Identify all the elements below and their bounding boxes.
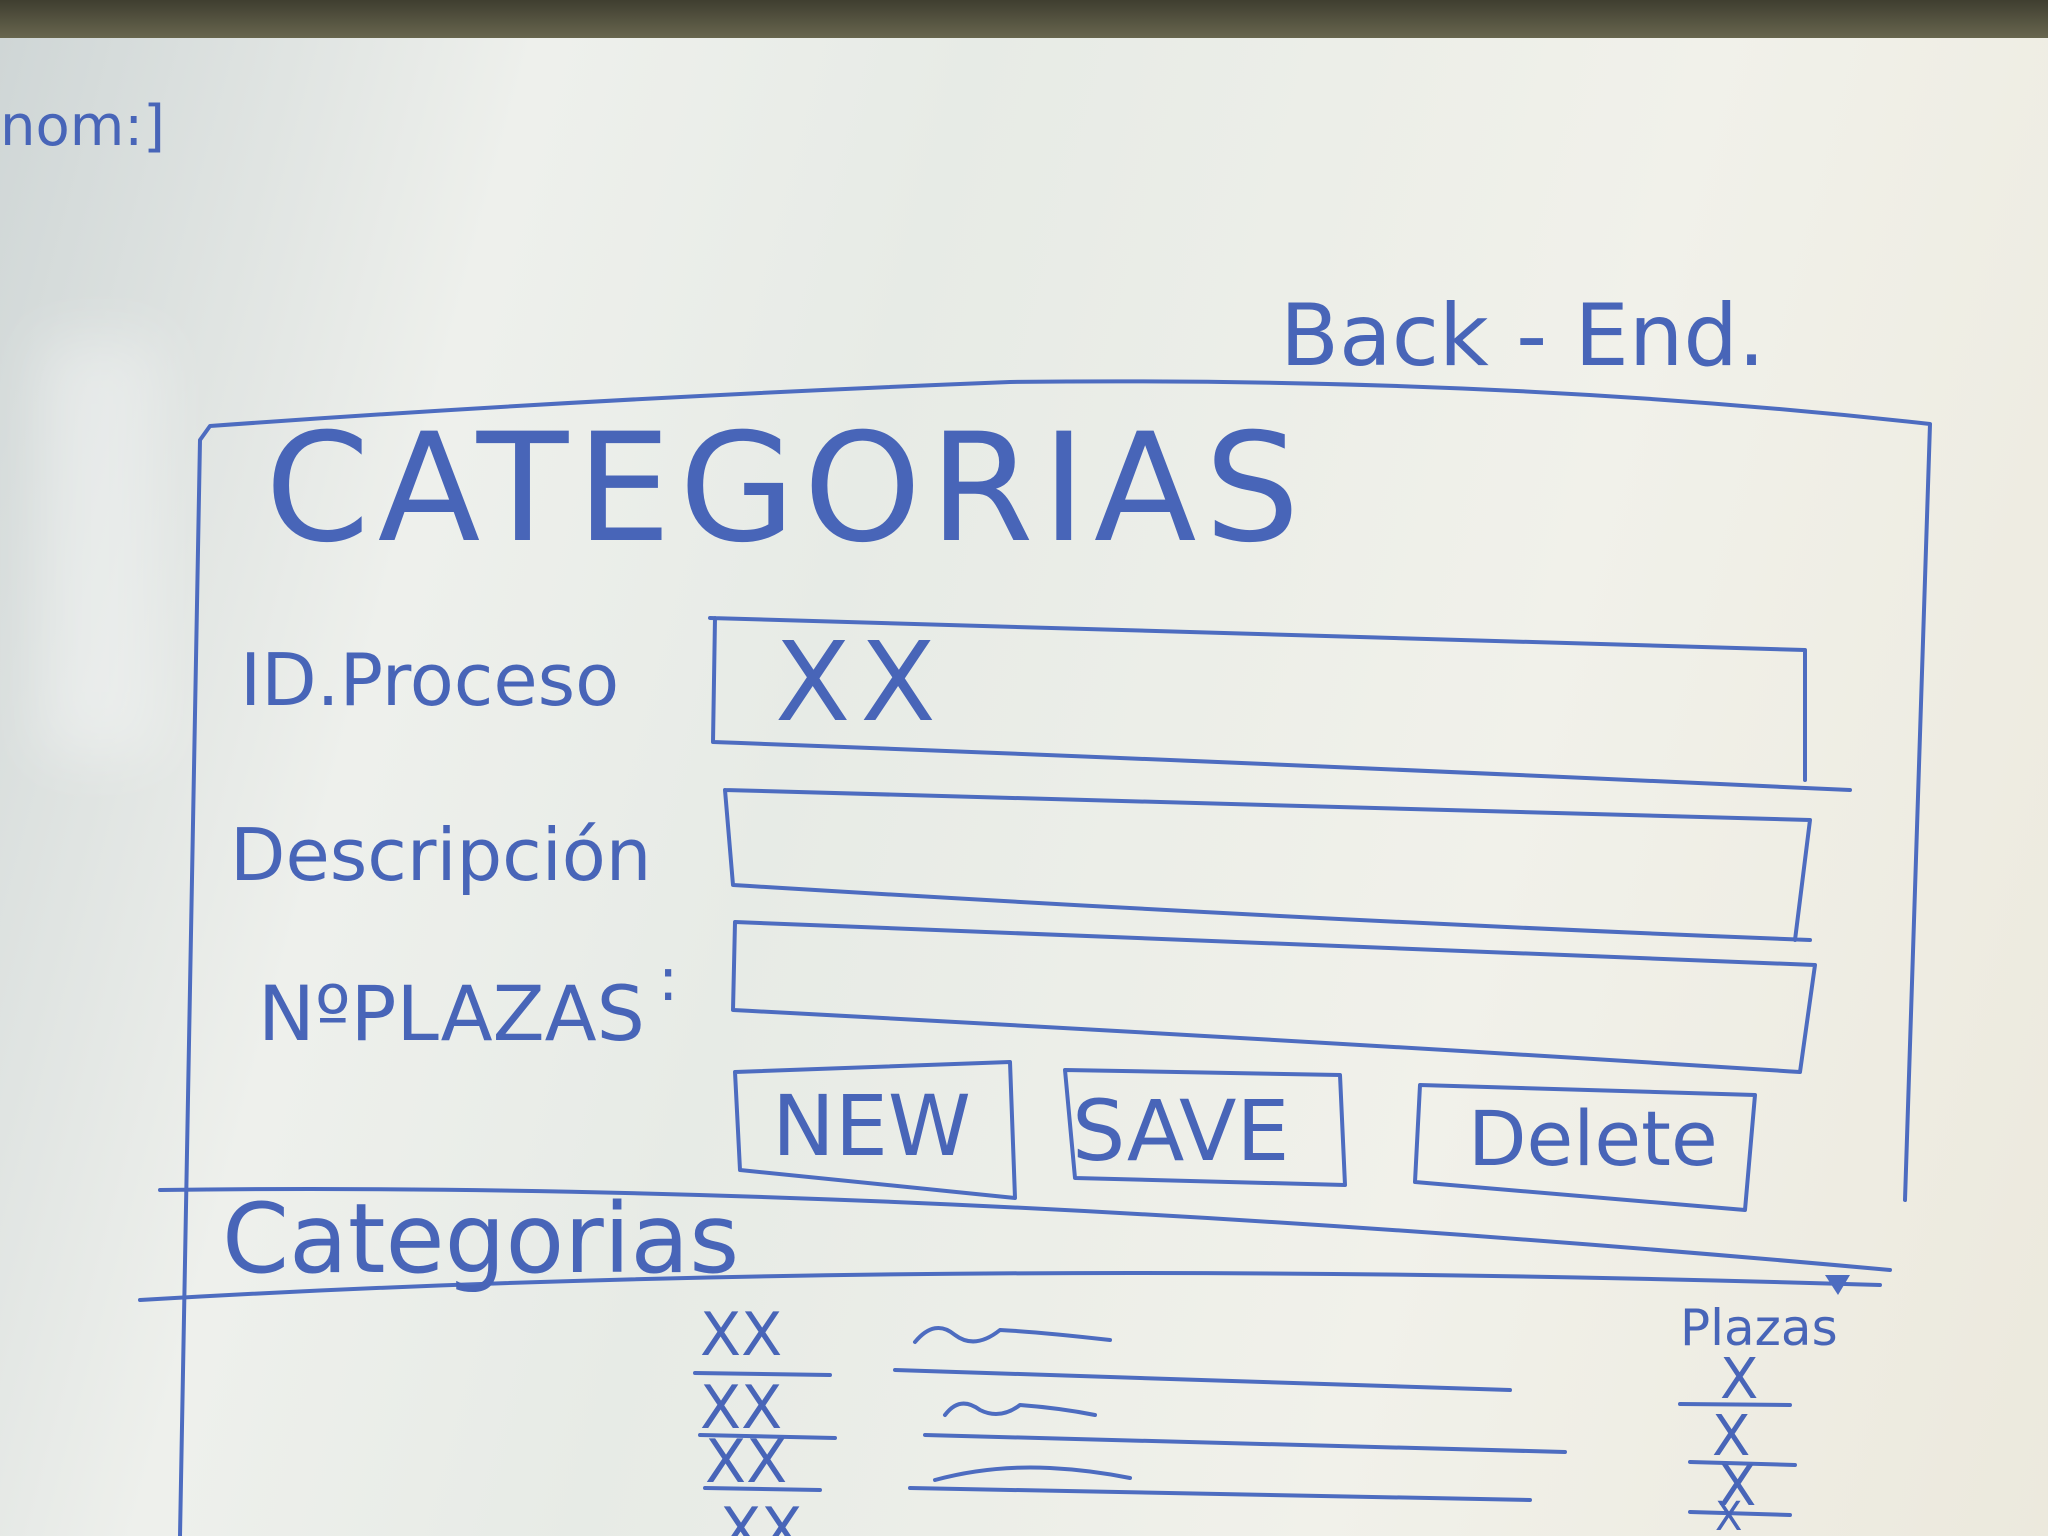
- plazas-colon: :: [658, 945, 678, 1015]
- list-row-id: XX: [700, 1373, 782, 1443]
- list-row-line: [698, 1433, 1797, 1467]
- id-field-box: [708, 616, 1852, 792]
- plazas-field-box: [731, 920, 1817, 1074]
- list-row-line: [703, 1486, 1792, 1517]
- list-row-id: XX: [705, 1427, 787, 1497]
- plazas-field-label: NºPLAZAS: [258, 969, 645, 1058]
- panel-frame: [178, 379, 1932, 1536]
- id-field-label: ID.Proceso: [240, 638, 619, 722]
- list-row-plazas: X: [1720, 1347, 1758, 1412]
- row-description-squiggle: [913, 1326, 1112, 1344]
- new-button-box: [733, 1060, 1017, 1200]
- new-button[interactable]: NEW: [772, 1077, 971, 1175]
- heading: Back - End.: [1280, 286, 1765, 386]
- whiteboard: [0, 38, 2048, 1536]
- save-button[interactable]: SAVE: [1072, 1082, 1290, 1180]
- delete-button[interactable]: Delete: [1468, 1094, 1718, 1183]
- list-row-plazas: X: [1715, 1494, 1742, 1536]
- list-row-id: XX: [700, 1300, 782, 1370]
- light-glare: [40, 338, 160, 758]
- id-field-value: XX: [775, 618, 946, 746]
- row-description-squiggle: [933, 1465, 1132, 1482]
- description-field-box: [723, 788, 1812, 942]
- board-frame-top: [0, 0, 2048, 40]
- list-row-line: [693, 1368, 1792, 1407]
- corner-note: nom:]: [0, 94, 165, 159]
- list-title: Categorias: [222, 1183, 739, 1295]
- scroll-arrow-icon[interactable]: [1825, 1275, 1850, 1295]
- form-separator: [158, 1187, 1892, 1272]
- list-header-line: [138, 1271, 1882, 1302]
- row-description-squiggle: [943, 1401, 1097, 1417]
- plazas-column-header: Plazas: [1680, 1299, 1838, 1357]
- list-row-plazas: X: [1718, 1454, 1756, 1519]
- list-row-plazas: X: [1712, 1404, 1750, 1469]
- list-row-id: XX: [720, 1495, 802, 1536]
- save-button-box: [1063, 1068, 1347, 1187]
- delete-button-box: [1413, 1083, 1757, 1212]
- form-title: CATEGORIAS: [265, 402, 1308, 576]
- description-field-label: Descripción: [230, 813, 651, 897]
